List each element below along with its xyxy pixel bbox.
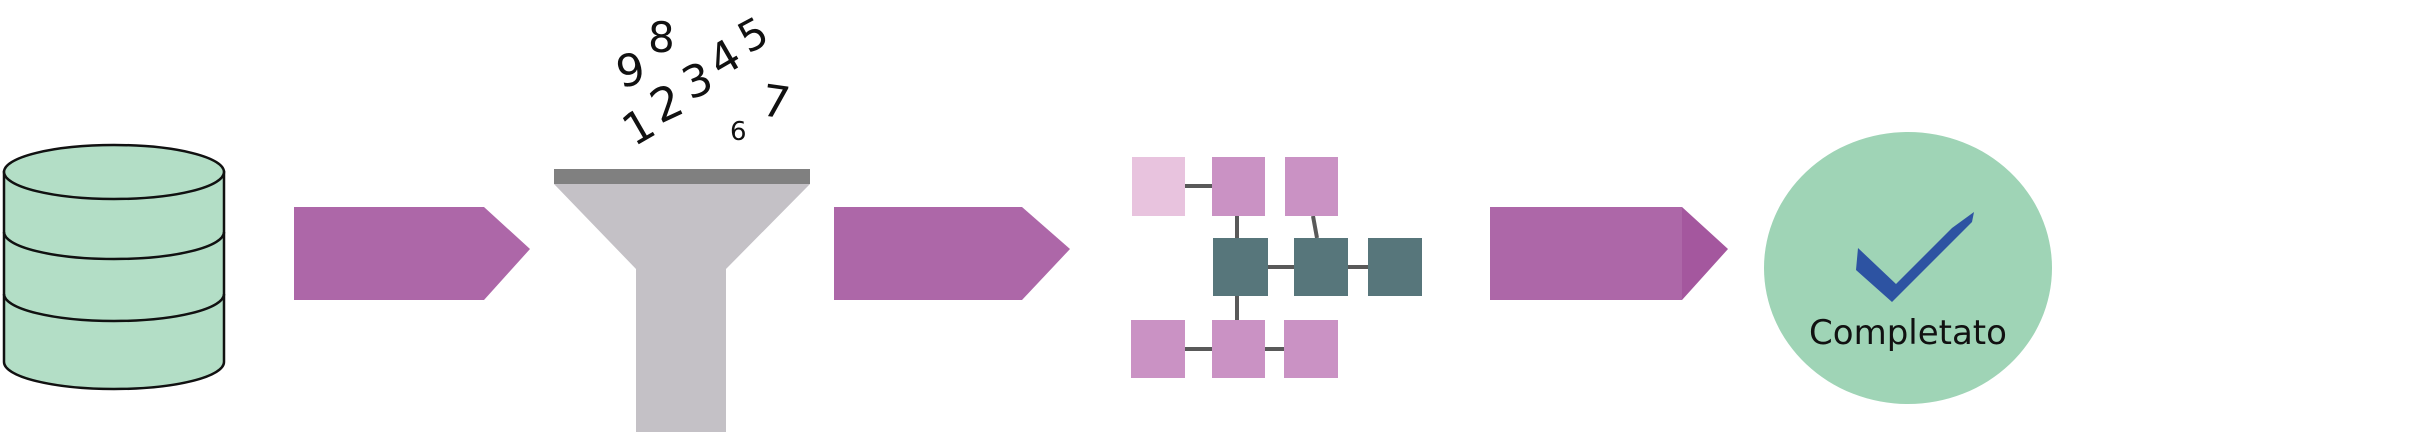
completion-label: Completato: [1809, 313, 2007, 353]
graph-node: [1368, 238, 1422, 296]
graph-node: [1285, 157, 1338, 216]
arrow-icon: [294, 207, 530, 300]
graph-node: [1212, 320, 1265, 378]
digit-7: 7: [758, 75, 793, 129]
graph-node: [1212, 157, 1265, 216]
graph-node: [1284, 320, 1338, 378]
funnel-icon: [554, 169, 810, 432]
completion-badge: Completato: [1764, 132, 2052, 404]
arrow-icon: [834, 207, 1070, 300]
graph-node: [1131, 320, 1185, 378]
database-icon: [2, 143, 226, 391]
arrow-icon: [1490, 207, 1728, 300]
digit-8: 8: [648, 13, 675, 62]
completion-circle: [1764, 132, 2052, 404]
network-graph-icon: [1131, 157, 1422, 378]
digit-6: 6: [730, 117, 747, 147]
digits-cluster: 9 8 1 2 3 4 5 6 7: [612, 7, 794, 157]
graph-node: [1213, 238, 1268, 296]
graph-node: [1132, 157, 1185, 216]
graph-node: [1294, 238, 1348, 296]
graph-edges: [1185, 184, 1368, 351]
checkmark-icon: [1856, 212, 1974, 302]
